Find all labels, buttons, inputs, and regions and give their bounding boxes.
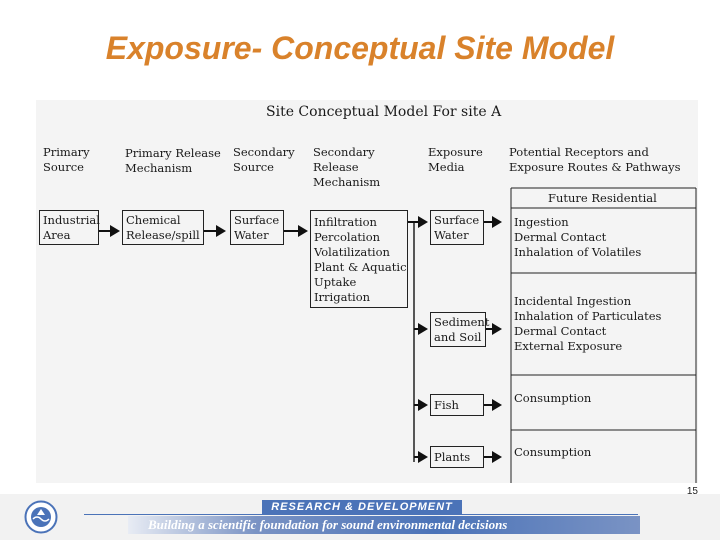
agency-seal-icon: [24, 500, 58, 534]
footer-rule: [84, 514, 638, 515]
footer-tagline: Building a scientific foundation for sou…: [128, 516, 640, 534]
slide-title: Exposure- Conceptual Site Model: [105, 30, 615, 66]
plants-box: Plants: [430, 446, 484, 468]
future-residential-label: Future Residential: [548, 191, 657, 205]
page-number: 15: [686, 486, 698, 497]
diagram-heading: Site Conceptual Model For site A: [266, 104, 502, 120]
footer-label: RESEARCH & DEVELOPMENT: [262, 500, 462, 514]
plants-pathway: Consumption: [514, 445, 592, 459]
fish-pathway: Consumption: [514, 391, 592, 405]
diagram-lines: [98, 187, 697, 483]
fish-box: Fish: [430, 394, 484, 416]
footer-banner: RESEARCH & DEVELOPMENT Building a scient…: [0, 494, 720, 540]
conceptual-site-model-diagram: Site Conceptual Model For site A Primary…: [36, 100, 698, 483]
